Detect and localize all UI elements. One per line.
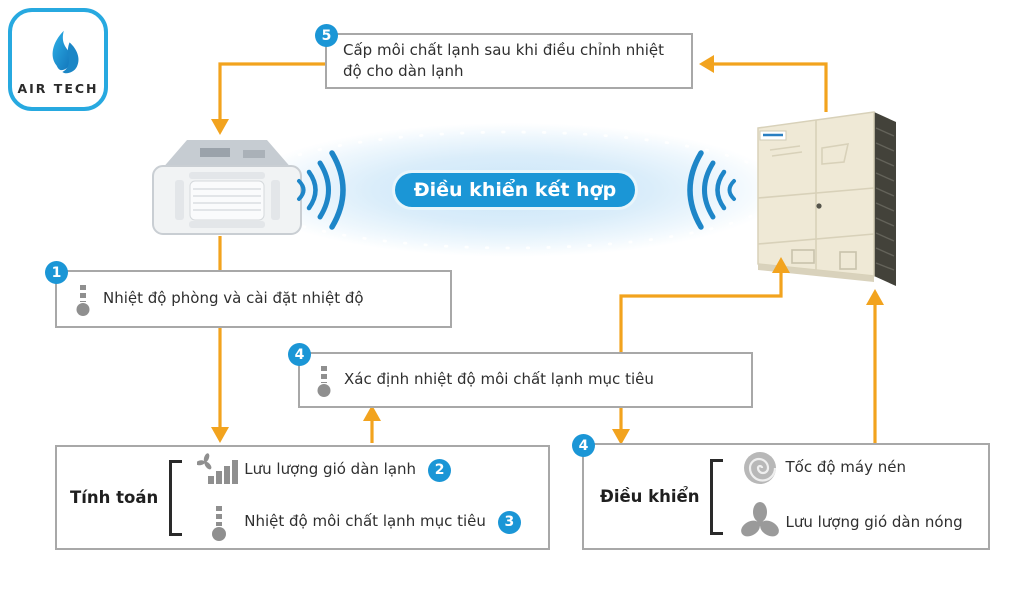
- thermometer-icon: [194, 502, 244, 542]
- calc-row-airflow: Lưu lượng gió dàn lạnh 2: [194, 453, 521, 487]
- fan-bars-icon: [194, 453, 244, 487]
- step4-text: Xác định nhiệt độ môi chất lạnh mục tiêu: [344, 370, 654, 389]
- signal-waves-right: [687, 150, 736, 230]
- ceiling-cassette-indoor-unit: [152, 140, 302, 235]
- compressor-spiral-icon: [735, 449, 785, 487]
- control-fan-text: Lưu lượng gió dàn nóng: [785, 513, 963, 532]
- combined-control-pill: Điều khiển kết hợp: [392, 170, 638, 210]
- bracket: [710, 458, 724, 535]
- calc-target-temp-text: Nhiệt độ môi chất lạnh mục tiêu: [244, 512, 486, 531]
- cassette-flap: [189, 172, 265, 179]
- flame-icon: [52, 30, 79, 74]
- calculation-box: Tính toán: [55, 445, 550, 550]
- outdoor-side-grille: [874, 112, 896, 286]
- control-label: Điều khiển: [600, 487, 700, 506]
- arrow-heads: [211, 55, 884, 445]
- calc-airflow-text: Lưu lượng gió dàn lạnh: [244, 460, 417, 479]
- step5-box: 5 Cấp môi chất lạnh sau khi điều chỉnh n…: [315, 24, 693, 89]
- step5-text: Cấp môi chất lạnh sau khi điều chỉnh nhi…: [343, 40, 665, 80]
- step1-badge: 1: [45, 261, 68, 284]
- bracket: [169, 459, 183, 536]
- thermometer-icon: [75, 281, 91, 317]
- calculation-label: Tính toán: [70, 488, 159, 507]
- control-step4-badge: 4: [572, 434, 595, 457]
- cassette-flap: [271, 180, 280, 220]
- arrow-step4-to-outdoor: [619, 271, 783, 352]
- cassette-vent-slot: [243, 150, 265, 158]
- cassette-flap: [175, 180, 184, 220]
- outdoor-grille-lines: [875, 127, 895, 271]
- signal-waves-left: [297, 150, 346, 230]
- step1-text: Nhiệt độ phòng và cài đặt nhiệt độ: [103, 289, 364, 308]
- arrow-step5-to-indoor: [218, 62, 325, 121]
- control-compressor-text: Tốc độ máy nén: [785, 458, 906, 477]
- thermometer-icon: [316, 362, 332, 398]
- cassette-vent-slot: [200, 148, 230, 157]
- logo-brand-text: AIR TECH: [17, 81, 99, 96]
- step3-badge: 3: [497, 510, 521, 534]
- air-tech-logo: AIR TECH: [8, 8, 108, 111]
- fan-propeller-icon: [735, 502, 785, 544]
- outdoor-panel-seams: [757, 120, 875, 270]
- step4-box: 4 Xác định nhiệt độ môi chất lạnh mục ti…: [288, 343, 753, 408]
- calc-row-target-temp: Nhiệt độ môi chất lạnh mục tiêu 3: [194, 502, 521, 542]
- control-box: 4 Điều khiển Tốc độ máy nén: [572, 434, 990, 550]
- arrow-outdoor-to-step5: [714, 62, 828, 112]
- control-row-compressor: Tốc độ máy nén: [735, 449, 962, 487]
- cassette-grille-lines: [193, 188, 261, 211]
- step2-badge: 2: [428, 458, 452, 482]
- control-row-fan: Lưu lượng gió dàn nóng: [735, 502, 963, 544]
- cassette-flap: [189, 221, 265, 228]
- outdoor-base-cutouts: [791, 249, 857, 270]
- step5-badge: 5: [315, 24, 338, 47]
- combined-control-label: Điều khiển kết hợp: [413, 179, 617, 201]
- vrv-outdoor-unit: [757, 111, 896, 286]
- outdoor-knob: [816, 203, 822, 209]
- step1-box: 1 Nhiệt độ phòng và cài đặt nhiệt độ: [45, 261, 452, 328]
- step4-badge: 4: [288, 343, 311, 366]
